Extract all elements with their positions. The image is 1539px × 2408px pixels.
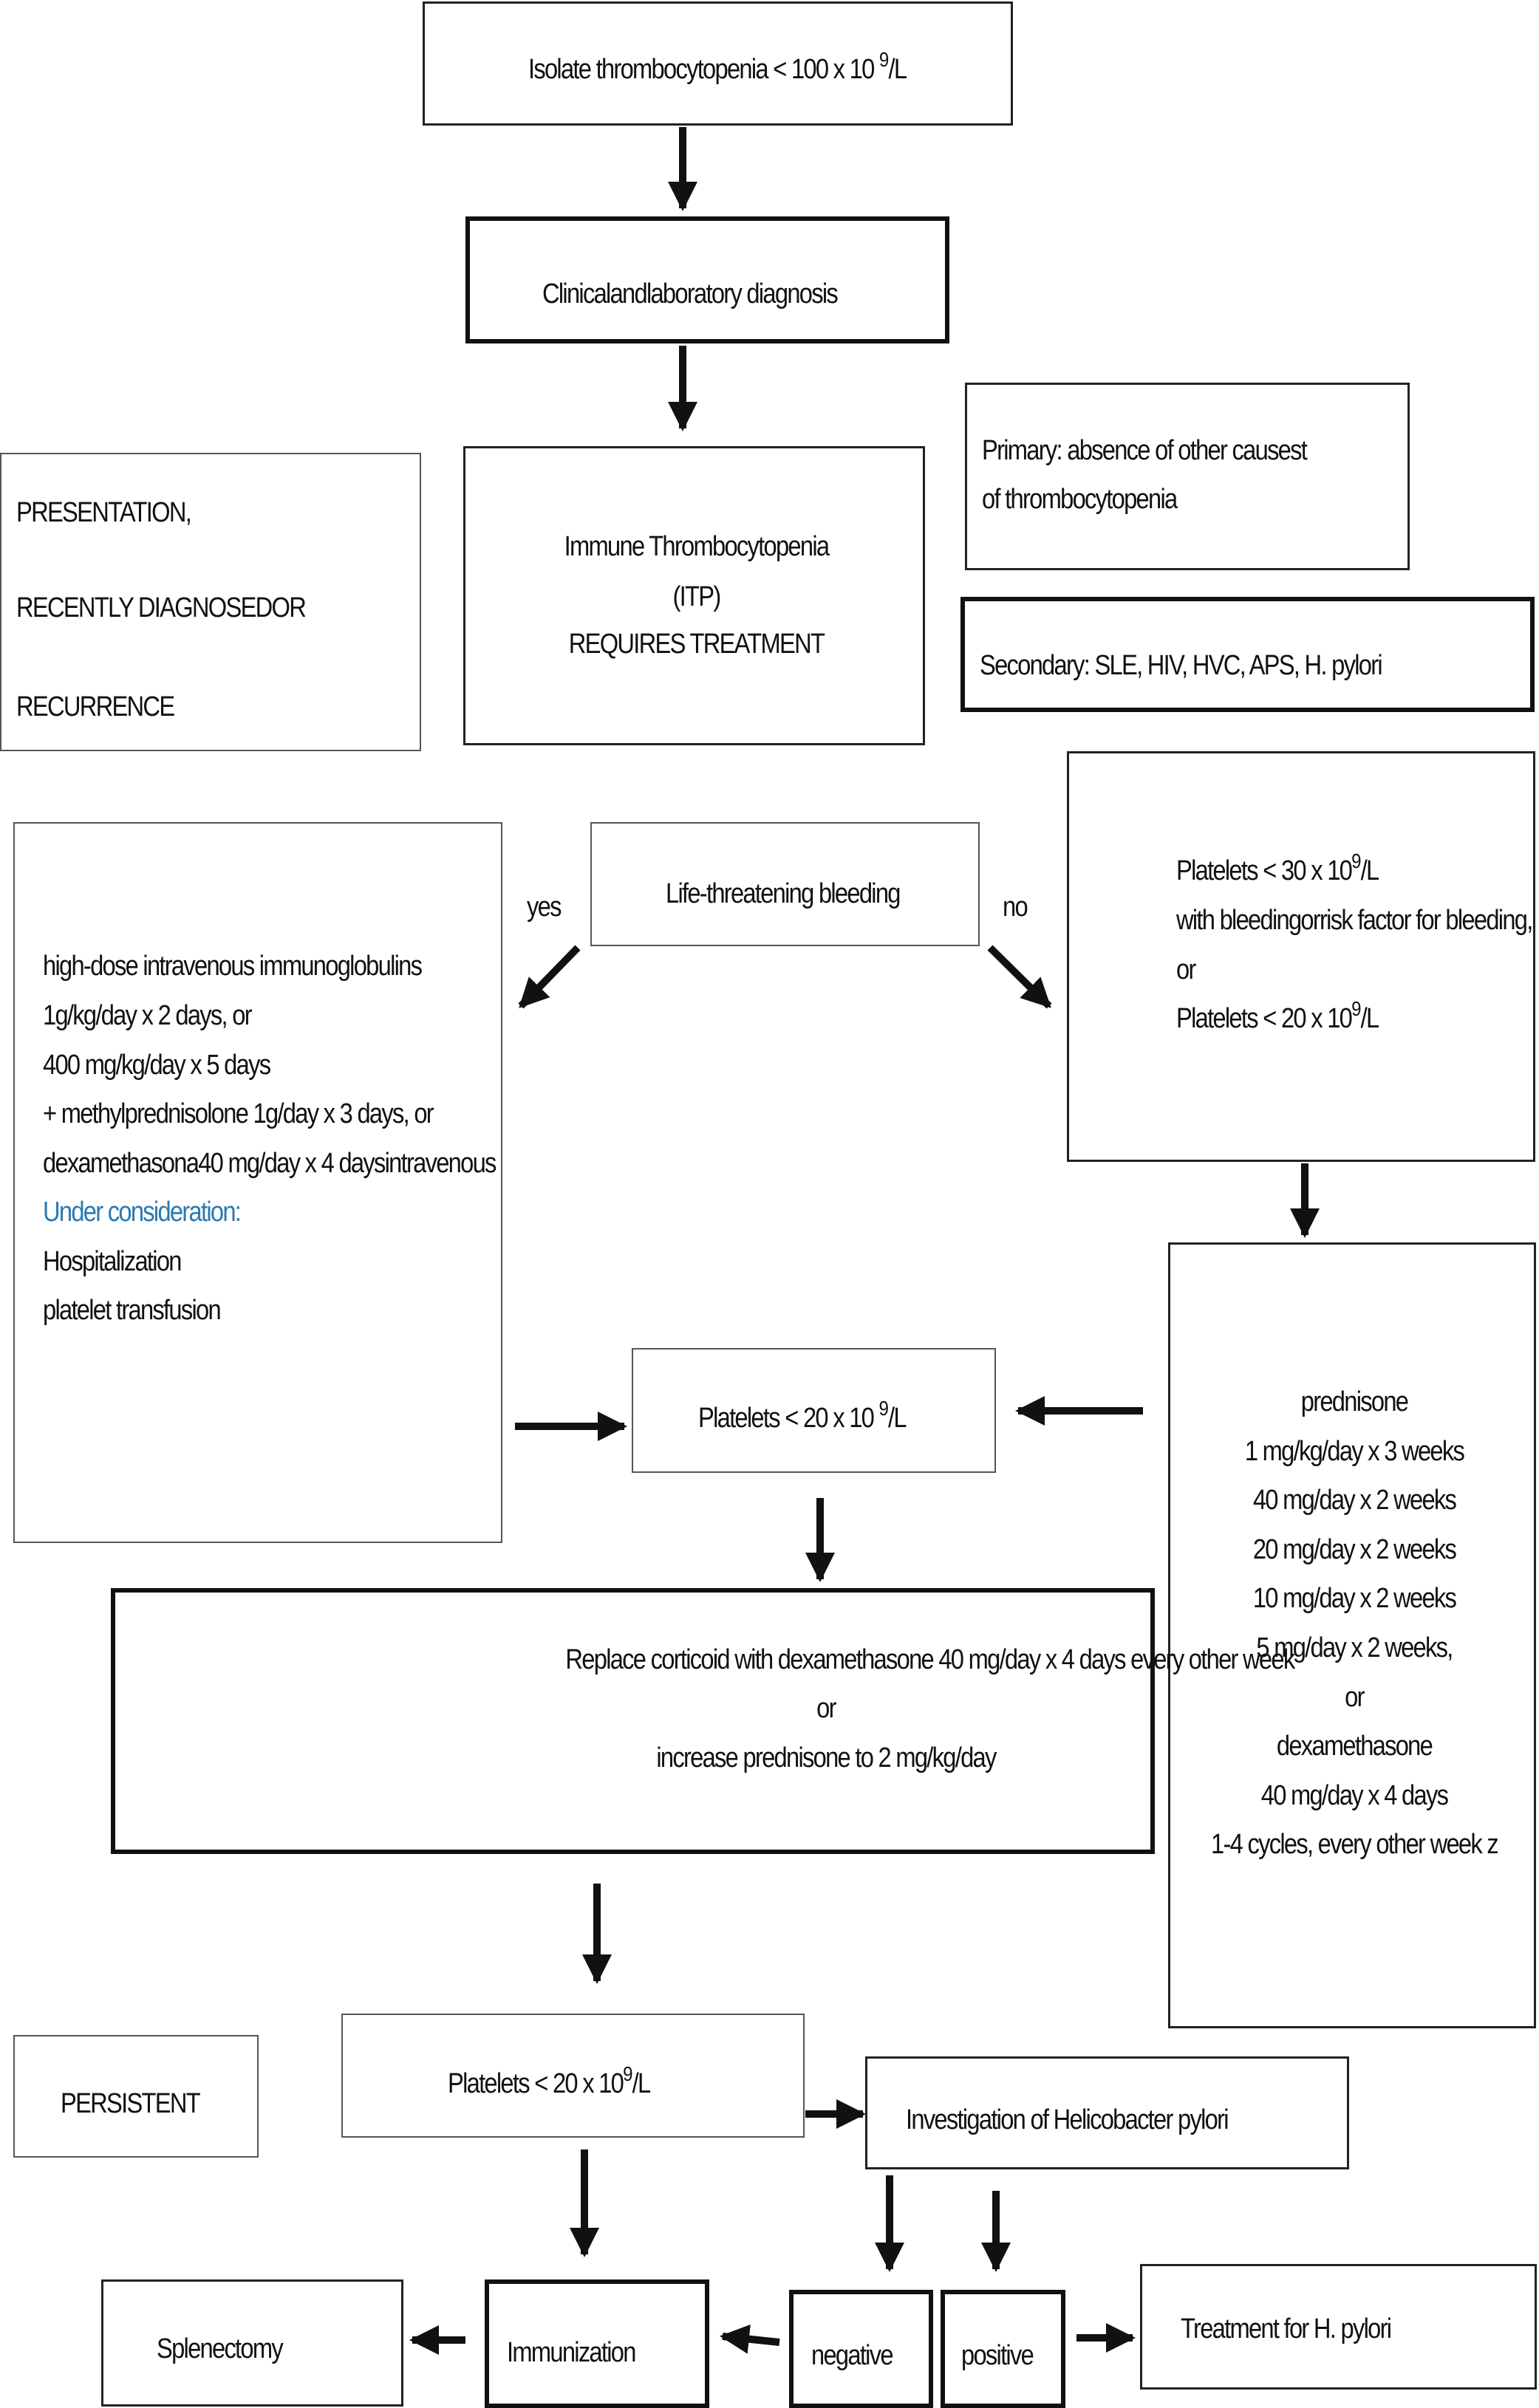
replace-line-1: Replace corticoid with dexamethasone 40 … [565, 1644, 1295, 1675]
high-dose-box: high-dose intravenous immunoglobulins 1g… [13, 822, 502, 1543]
platelets-mid-box: Platelets < 20 x 10 9/L [632, 1348, 996, 1473]
prednisone-line-4: 20 mg/day x 2 weeks [1252, 1534, 1457, 1565]
isolate-thrombocytopenia-text: Isolate thrombocytopenia < 100 x 10 9/L [528, 48, 907, 85]
under-consideration-heading: Under consideration: [43, 1197, 242, 1228]
treatment-text: Treatment for H. pylori [1181, 2313, 1392, 2344]
immunization-text: Immunization [507, 2337, 636, 2368]
presentation-line-1: PRESENTATION, [16, 497, 192, 528]
prednisone-line-10: 1-4 cycles, every other week z [1211, 1829, 1499, 1860]
replace-corticoid-box: Replace corticoid with dexamethasone 40 … [111, 1588, 1295, 1854]
platelets-30-line-3: or [1176, 954, 1196, 985]
prednisone-line-9: 40 mg/day x 4 days [1260, 1780, 1449, 1811]
treatment-box: Treatment for H. pylori [1140, 2264, 1537, 2390]
replace-line-3: increase prednisone to 2 mg/kg/day [656, 1742, 997, 1773]
prednisone-line-8: dexamethasone [1276, 1731, 1433, 1762]
splenectomy-box: Splenectomy [101, 2279, 403, 2407]
platelets-low-box: Platelets < 20 x 109/L [341, 2014, 805, 2138]
bleeding-text: Life-threatening bleeding [666, 878, 901, 909]
prednisone-line-6: 5 mg/day x 2 weeks, [1256, 1632, 1453, 1663]
no-label: no [1003, 892, 1028, 923]
platelets-30-box: Platelets < 30 x 109/L with bleedingorri… [1067, 751, 1535, 1162]
prednisone-line-3: 40 mg/day x 2 weeks [1252, 1485, 1457, 1516]
bleeding-box: Life-threatening bleeding [590, 822, 980, 946]
prednisone-box: prednisone 1 mg/kg/day x 3 weeks 40 mg/d… [1168, 1242, 1536, 2028]
clinical-diagnosis-text: Clinicalandlaboratory diagnosis [542, 278, 839, 309]
high-dose-line-1: high-dose intravenous immunoglobulins [43, 951, 423, 982]
immunization-box: Immunization [485, 2279, 709, 2408]
prednisone-line-7: or [1345, 1682, 1365, 1713]
high-dose-line-5: dexamethasona40 mg/day x 4 daysintraveno… [43, 1148, 496, 1179]
positive-text: positive [961, 2340, 1034, 2371]
itp-line-1: Immune Thrombocytopenia [564, 531, 830, 562]
high-dose-line-7: Hospitalization [43, 1246, 182, 1277]
negative-text: negative [811, 2340, 894, 2371]
arrow-bleeding-yes [518, 945, 581, 1009]
secondary-text: Secondary: SLE, HIV, HVC, APS, H. pylori [980, 650, 1383, 681]
primary-line-2: of thrombocytopenia [982, 484, 1178, 515]
presentation-box: PRESENTATION, RECENTLY DIAGNOSEDOR RECUR… [0, 453, 421, 751]
helicobacter-box: Investigation of Helicobacter pylori [865, 2056, 1349, 2169]
itp-line-3: REQUIRES TREATMENT [568, 629, 825, 660]
platelets-mid-text: Platelets < 20 x 10 9/L [698, 1397, 907, 1434]
persistent-box: PERSISTENT [13, 2035, 259, 2158]
high-dose-line-4: + methylprednisolone 1g/day x 3 days, or [43, 1098, 434, 1129]
splenectomy-text: Splenectomy [157, 2333, 284, 2364]
high-dose-line-3: 400 mg/kg/day x 5 days [43, 1050, 271, 1081]
platelets-low-text: Platelets < 20 x 109/L [448, 2062, 651, 2099]
primary-line-1: Primary: absence of other causest [982, 435, 1308, 466]
itp-line-2: (ITP) [672, 581, 721, 612]
prednisone-line-2: 1 mg/kg/day x 3 weeks [1244, 1436, 1465, 1467]
high-dose-line-2: 1g/kg/day x 2 days, or [43, 1000, 253, 1031]
platelets-30-line-4: Platelets < 20 x 109/L [1176, 997, 1379, 1034]
arrow-negative-to-immunization [720, 2324, 780, 2354]
platelets-30-line-2: with bleedingorrisk factor for bleeding, [1176, 905, 1533, 936]
yes-label: yes [527, 892, 562, 923]
secondary-box: Secondary: SLE, HIV, HVC, APS, H. pylori [960, 597, 1535, 712]
isolate-thrombocytopenia-box: Isolate thrombocytopenia < 100 x 10 9/L [423, 1, 1013, 126]
clinical-diagnosis-box: Clinicalandlaboratory diagnosis [465, 216, 949, 343]
primary-box: Primary: absence of other causest of thr… [965, 383, 1410, 570]
itp-box: Immune Thrombocytopenia (ITP) REQUIRES T… [463, 446, 925, 745]
platelets-30-line-1: Platelets < 30 x 109/L [1176, 849, 1379, 886]
prednisone-line-1: prednisone [1300, 1386, 1409, 1417]
prednisone-line-5: 10 mg/day x 2 weeks [1252, 1583, 1457, 1614]
negative-box: negative [789, 2290, 933, 2408]
replace-line-2: or [816, 1693, 836, 1724]
persistent-text: PERSISTENT [61, 2088, 201, 2119]
presentation-line-2: RECENTLY DIAGNOSEDOR [16, 592, 307, 623]
positive-box: positive [941, 2290, 1065, 2408]
presentation-line-3: RECURRENCE [16, 691, 175, 722]
helicobacter-text: Investigation of Helicobacter pylori [906, 2104, 1229, 2135]
high-dose-line-8: platelet transfusion [43, 1295, 222, 1326]
arrow-bleeding-no [987, 945, 1052, 1009]
